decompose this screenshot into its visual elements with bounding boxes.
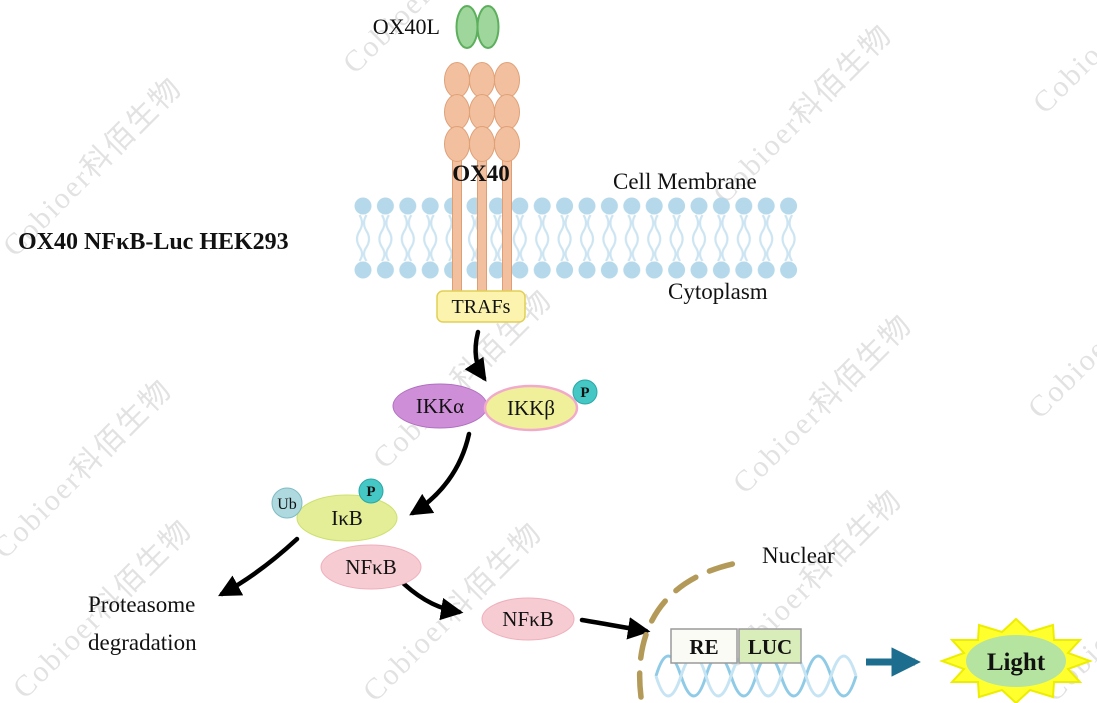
- light-label: Light: [987, 649, 1046, 676]
- trafs-box: [436, 290, 526, 323]
- ox40l-label: OX40L: [373, 14, 440, 39]
- watermark-text: Cobioer科佰生物: [1022, 233, 1097, 425]
- ikb-nfkb-complex: Ub P IκB NFκB: [271, 478, 422, 590]
- ikk-beta-label: IKKβ: [507, 396, 555, 420]
- ikk-beta-ellipse: [483, 384, 579, 432]
- arrow-trafs-to-ikk: [464, 329, 487, 382]
- trafs-adapter: TRAFs: [436, 290, 526, 323]
- arrow-to-proteasome: [218, 536, 300, 597]
- light-burst: Light: [939, 617, 1093, 703]
- nfkb-free-label: NFκB: [502, 607, 553, 631]
- ubiquitin-badge: [271, 487, 303, 519]
- luc-label: LUC: [748, 635, 792, 659]
- re-box: [670, 628, 738, 664]
- ikk-complex: IKKα IKKβ P: [392, 379, 598, 432]
- proteasome-label-line2: degradation: [88, 630, 197, 655]
- nfkb-free-ellipse: [481, 597, 575, 641]
- arrow-ikk-to-ikb: [409, 431, 472, 516]
- light-inner-ellipse: [966, 635, 1066, 687]
- re-label: RE: [689, 635, 718, 659]
- trafs-label: TRAFs: [452, 296, 511, 318]
- cytoplasm-label: Cytoplasm: [668, 279, 768, 304]
- watermark-text: Cobioer科佰生物: [727, 308, 919, 500]
- nuclear-envelope: [636, 559, 745, 700]
- ox40-ectodomain-beads: [444, 62, 520, 162]
- signal-arrows: [218, 329, 651, 640]
- nuclear-label: Nuclear: [762, 543, 835, 568]
- phospho-badge-ikk: [572, 379, 598, 405]
- ikb-label: IκB: [331, 506, 363, 530]
- arrow-nfkb-release: [401, 581, 464, 621]
- ikb-ellipse: [296, 494, 398, 542]
- ubiquitin-label: Ub: [277, 496, 297, 513]
- phospho-badge-ikb: [358, 478, 384, 504]
- ikk-alpha-label: IKKα: [416, 394, 464, 418]
- nfkb-free: NFκB: [481, 597, 575, 641]
- cell-membrane-label: Cell Membrane: [613, 169, 757, 194]
- cell-line-label: OX40 NFκB-Luc HEK293: [18, 229, 289, 255]
- phospho-label-ikk: P: [580, 385, 589, 401]
- phospho-label-ikb: P: [366, 484, 375, 500]
- nfkb-bound-label: NFκB: [345, 555, 396, 579]
- ox40-label: OX40: [452, 161, 510, 186]
- cell-membrane-bilayer: [352, 196, 798, 280]
- watermark-text: Cobioer科佰生物: [1027, 0, 1097, 120]
- arrow-nfkb-to-nucleus: [579, 617, 651, 640]
- ox40l-ligand: [455, 5, 500, 49]
- nfkb-bound-ellipse: [320, 544, 422, 590]
- luc-box: [738, 628, 802, 664]
- proteasome-label-line1: Proteasome: [88, 592, 195, 617]
- nucleus: Nuclear RE LUC: [636, 543, 858, 700]
